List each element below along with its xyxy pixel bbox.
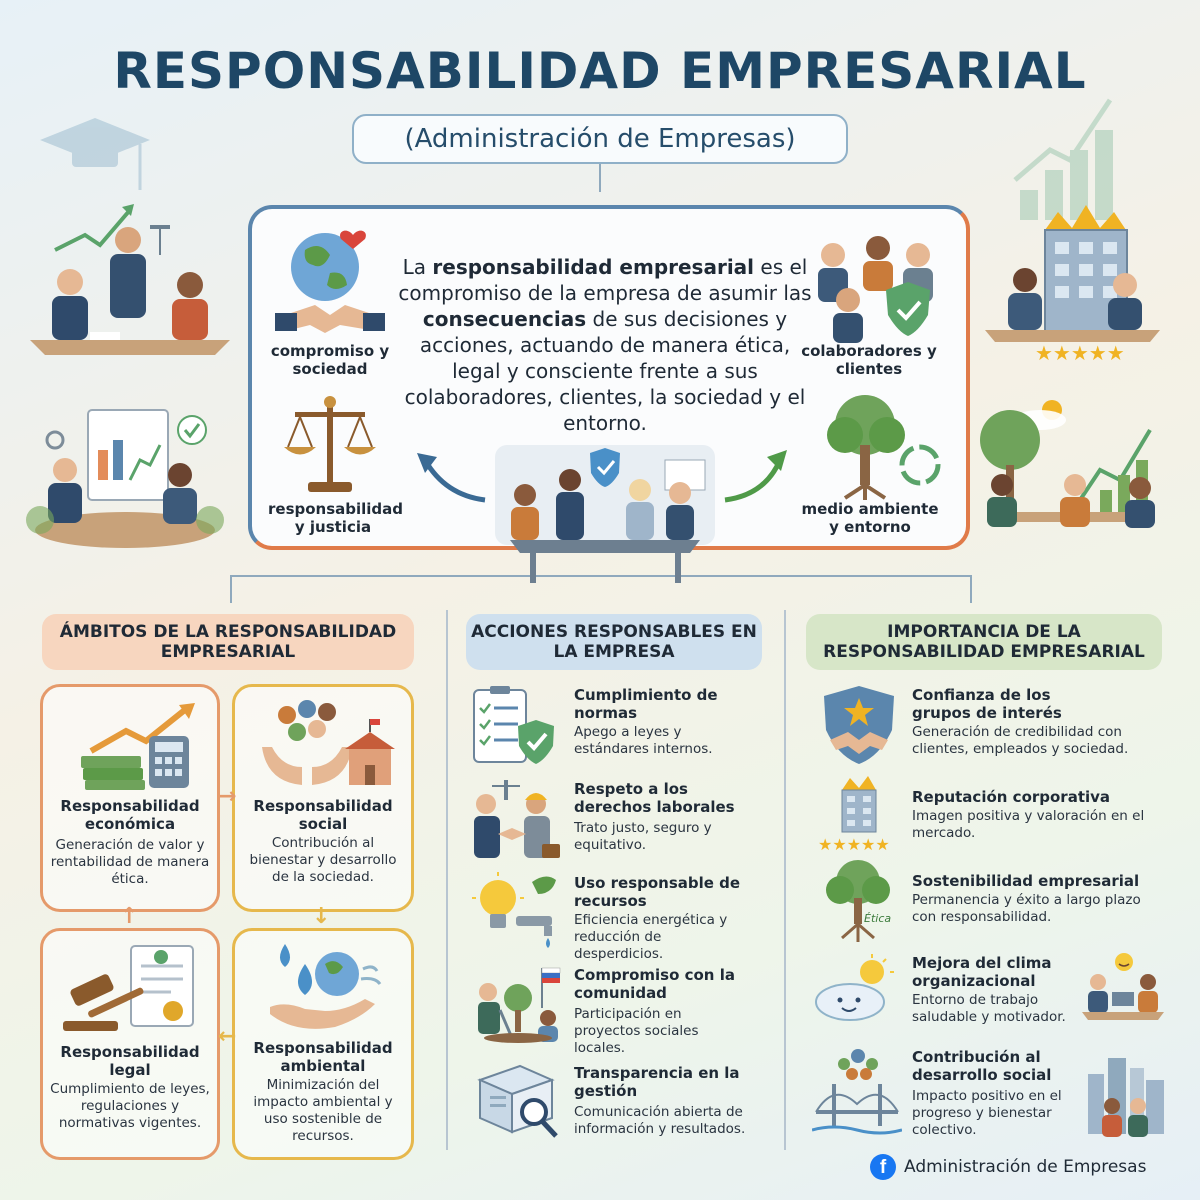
connector-line <box>599 164 601 192</box>
card-title: Responsabilidad legal <box>60 1043 200 1079</box>
importance-description: Impacto positivo en el progreso y bienes… <box>912 1088 1062 1138</box>
money-calculator-icon <box>81 703 195 790</box>
importance-description: Entorno de trabajo saludable y motivador… <box>912 992 1066 1025</box>
action-title: Respeto a los derechos laborales <box>574 780 735 816</box>
city-people-icon <box>1088 1058 1164 1137</box>
arrow-right-icon: → <box>218 784 237 809</box>
card-environmental-responsibility: Responsabilidad ambiental Minimización d… <box>232 928 414 1160</box>
action-title: Compromiso con la comunidad <box>574 966 735 1002</box>
card-legal-responsibility: Responsabilidad legal Cumplimiento de le… <box>40 928 220 1160</box>
action-description: Comunicación abierta de información y re… <box>574 1104 746 1137</box>
svg-text:★★★★★: ★★★★★ <box>818 835 890 854</box>
arrow-left-icon <box>417 453 437 473</box>
page-title: RESPONSABILIDAD EMPRESARIAL <box>113 42 1087 100</box>
card-title: Responsabilidad social <box>253 797 393 833</box>
water-earth-hand-icon <box>270 944 382 1029</box>
card-social-responsibility: Responsabilidad social Contribución al b… <box>232 684 414 912</box>
gavel-certificate-icon <box>63 945 194 1031</box>
card-description: Cumplimiento de leyes, regulaciones y no… <box>50 1081 210 1131</box>
trust-badge-handshake-icon <box>824 686 894 764</box>
definition-text: La responsabilidad empresarial es el com… <box>395 254 815 436</box>
caption-responsibility-justice: responsabilidad y justicia <box>268 500 404 536</box>
action-title: Uso responsable de recursos <box>574 874 741 910</box>
action-description: Participación en proyectos sociales loca… <box>574 1006 699 1056</box>
footer-text: Administración de Empresas <box>904 1157 1147 1177</box>
community-hands-icon <box>262 700 395 785</box>
central-team-illustration <box>417 445 787 583</box>
importance-description: Permanencia y éxito a largo plazo con re… <box>912 892 1141 925</box>
importance-description: Imagen positiva y valoración en el merca… <box>912 808 1145 841</box>
reputation-building-icon: ★★★★★ <box>818 776 890 854</box>
happy-cloud-sun-icon <box>815 954 894 1021</box>
card-description: Minimización del impacto ambiental y uso… <box>253 1077 393 1144</box>
team-desk-smile-icon <box>1082 953 1164 1020</box>
card-title: Responsabilidad ambiental <box>253 1039 393 1075</box>
importance-title: Mejora del clima organizacional <box>912 954 1052 990</box>
definition-part: es el compromiso de la empresa de asumir… <box>398 255 812 305</box>
definition-part: de sus decisiones y acciones, actuando d… <box>404 307 806 435</box>
arrow-down-icon: ↓ <box>312 904 331 929</box>
tree-recycle-icon <box>827 395 941 500</box>
community-bridge-icon <box>812 1049 902 1135</box>
caption-commitment-society: compromiso y sociedad <box>270 342 390 378</box>
action-description: Eficiencia energética y reducción de des… <box>574 912 728 962</box>
card-title: Responsabilidad económica <box>60 797 200 833</box>
column-divider <box>446 610 448 1150</box>
page-subtitle: (Administración de Empresas) <box>352 114 848 164</box>
connector-line <box>230 575 972 577</box>
checklist-shield-icon <box>473 686 554 764</box>
importance-title: Contribución al desarrollo social <box>912 1048 1052 1084</box>
scales-of-justice-icon <box>284 396 376 492</box>
labor-rights-handshake-icon <box>474 780 560 858</box>
importance-description: Generación de credibilidad con clientes,… <box>912 724 1129 757</box>
tree-label: Ética <box>864 912 891 925</box>
arrow-right-icon <box>767 450 787 471</box>
arrow-left-icon: ← <box>218 1024 237 1049</box>
graduation-cap-icon <box>40 118 150 190</box>
definition-part: La <box>402 255 433 279</box>
section-header-ambitos: ÁMBITOS DE LA RESPONSABILIDAD EMPRESARIA… <box>42 614 414 670</box>
definition-keyword: responsabilidad empresarial <box>432 255 755 279</box>
section-header-importancia: IMPORTANCIA DE LA RESPONSABILIDAD EMPRES… <box>806 614 1162 670</box>
definition-keyword: consecuencias <box>422 307 587 331</box>
team-shield-icon <box>818 236 933 343</box>
business-meeting-illustration <box>30 204 230 355</box>
connector-line <box>230 575 232 603</box>
action-description: Trato justo, seguro y equitativo. <box>574 820 712 853</box>
park-meeting-illustration <box>980 400 1155 528</box>
importance-title: Sostenibilidad empresarial <box>912 872 1140 890</box>
card-description: Contribución al bienestar y desarrollo d… <box>249 835 397 885</box>
facebook-icon: f <box>870 1154 896 1180</box>
card-economic-responsibility: Responsabilidad económica Generación de … <box>40 684 220 912</box>
footer-attribution[interactable]: f Administración de Empresas <box>870 1152 1146 1182</box>
action-description: Apego a leyes y estándares internos. <box>574 724 713 757</box>
caption-collaborators-clients: colaboradores y clientes <box>801 342 937 378</box>
section-header-acciones: ACCIONES RESPONSABLES EN LA EMPRESA <box>466 614 762 670</box>
svg-text:★★★★★: ★★★★★ <box>1035 341 1125 365</box>
growth-chart-icon <box>1013 98 1113 220</box>
arrow-up-icon: ↑ <box>120 904 139 929</box>
action-title: Cumplimiento de normas <box>574 686 718 722</box>
action-title: Transparencia en la gestión <box>574 1064 740 1100</box>
column-divider <box>784 610 786 1150</box>
globe-handshake-icon <box>275 230 385 333</box>
connector-line <box>970 575 972 603</box>
card-description: Generación de valor y rentabilidad de ma… <box>50 837 210 887</box>
caption-environment: medio ambiente y entorno <box>801 500 939 536</box>
bulb-faucet-icon <box>472 872 556 948</box>
corporate-building-illustration: ★★★★★ <box>985 205 1160 365</box>
importance-title: Reputación corporativa <box>912 788 1111 806</box>
sustainability-tree-icon: Ética <box>826 860 891 942</box>
importance-title: Confianza de los grupos de interés <box>912 686 1062 722</box>
community-planting-icon <box>478 967 561 1043</box>
five-stars-icon: ★★★★★ <box>1035 341 1125 365</box>
presentation-meeting-illustration <box>26 409 224 548</box>
transparent-box-magnifier-icon <box>477 1064 558 1138</box>
